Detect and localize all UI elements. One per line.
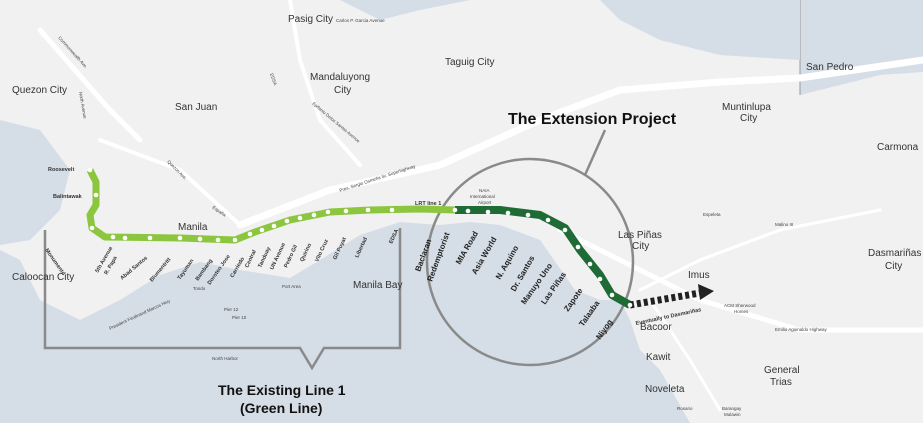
city-taguig: Taguig City <box>445 57 494 68</box>
future-extension-arrow <box>629 289 701 309</box>
cavite-coast <box>600 320 690 423</box>
extension-line-track <box>455 206 632 309</box>
road-pier10: Pier 10 <box>232 315 247 320</box>
roads <box>37 0 923 412</box>
city-general-trias-2: Trias <box>770 377 792 388</box>
city-mandaluyong: Mandaluyong <box>310 72 370 83</box>
existing-line-bracket <box>43 228 402 371</box>
road-espeleta: Espeleta <box>703 212 721 217</box>
road-carlos-garcia: Carlos P. Garcia Avenue <box>336 18 385 23</box>
laguna-water <box>600 0 800 60</box>
city-carmona: Carmona <box>877 142 919 153</box>
existing-line-subtitle: (Green Line) <box>240 400 322 416</box>
city-kawit: Kawit <box>646 352 671 363</box>
pasig-river <box>340 0 470 20</box>
land-laguna-shore <box>800 0 923 60</box>
road-acm: ACM Sherwood <box>724 303 756 308</box>
road-north-harbor: North Harbor <box>212 356 239 361</box>
city-manila: Manila <box>178 222 208 233</box>
station-balintawak: Balintawak <box>53 194 83 200</box>
road-naia-3: Airport <box>478 200 492 205</box>
road-port-area: Port Area <box>282 284 301 289</box>
extension-title: The Extension Project <box>508 111 677 128</box>
extension-pointer <box>583 129 607 176</box>
existing-station-dots <box>87 167 395 243</box>
road-pier12: Pier 12 <box>224 307 239 312</box>
road-acm-2: Homes <box>734 309 749 314</box>
road-north-ave: North Avenue <box>78 91 88 119</box>
future-arrow-head <box>698 284 714 300</box>
city-dasmarinas-2: City <box>885 261 902 272</box>
road-naia: NAIA <box>479 188 490 193</box>
city-las-pinas-2: City <box>632 241 649 252</box>
extension-station-dots <box>452 207 633 308</box>
road-malino: Malino III <box>775 222 793 227</box>
city-pasig: Pasig City <box>288 14 333 25</box>
road-tondo: Tondo <box>193 286 206 291</box>
city-san-juan: San Juan <box>175 102 217 113</box>
existing-line-title: The Existing Line 1 <box>218 382 346 398</box>
road-lrt: LRT line 1 <box>415 201 441 207</box>
city-bacoor: Bacoor <box>640 322 672 333</box>
road-edsa-top: EDSA <box>269 73 278 86</box>
city-muntinlupa: Muntinlupa <box>722 102 771 113</box>
existing-line-track <box>86 168 456 244</box>
road-naia-2: International <box>470 194 495 199</box>
station-roosevelt: Roosevelt <box>48 167 74 173</box>
city-san-pedro: San Pedro <box>806 62 854 73</box>
city-imus: Imus <box>688 270 710 281</box>
city-quezon: Quezon City <box>12 85 67 96</box>
west-water <box>0 120 70 245</box>
city-noveleta: Noveleta <box>645 384 685 395</box>
road-rosario: Rosario <box>677 406 693 411</box>
city-mandaluyong-2: City <box>334 85 351 96</box>
road-aguinaldo: Emilio Aguinaldo Highway <box>775 327 828 332</box>
city-labels: Pasig City Quezon City Mandaluyong City … <box>12 14 921 395</box>
road-barangay: Barangay <box>722 406 742 411</box>
city-muntinlupa-2: City <box>740 113 757 124</box>
station-edsa: EDSA <box>388 228 400 244</box>
city-las-pinas: Las Piñas <box>618 230 662 241</box>
city-manila-bay: Manila Bay <box>353 280 402 291</box>
road-mulawin: Mulawin <box>724 412 741 417</box>
city-general-trias: General <box>764 365 800 376</box>
city-dasmarinas: Dasmariñas <box>868 248 921 259</box>
city-caloocan: Caloocan City <box>12 272 74 283</box>
extension-circle <box>425 157 635 367</box>
